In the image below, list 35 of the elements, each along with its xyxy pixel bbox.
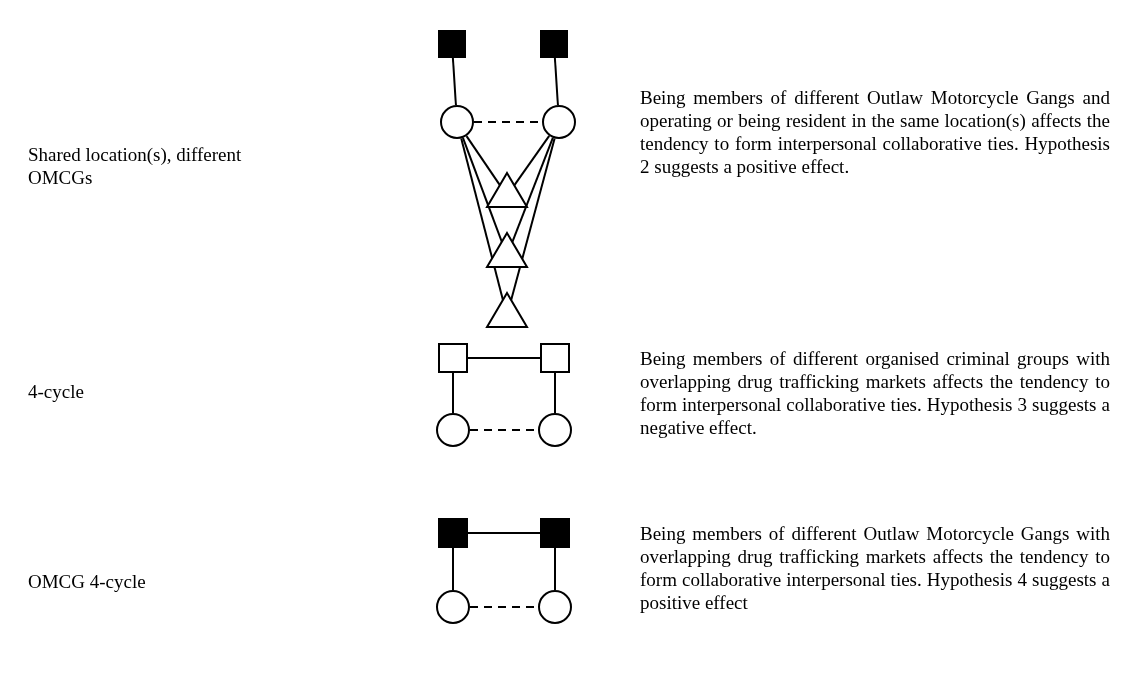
connector-line — [467, 357, 541, 359]
description-text: Being members of different organised criminal groups with overlapping drug trafficking markets affects the tendency to form interpersonal collaborative ties. Hypothesis 3 suggests a negative effect. — [640, 347, 1110, 439]
circle-node — [538, 590, 572, 624]
connector-line — [554, 547, 556, 591]
connector-line — [460, 137, 504, 301]
filled-square-node — [438, 30, 466, 58]
connector-line — [465, 135, 501, 187]
circle-node — [542, 105, 576, 139]
connector-line — [452, 372, 454, 414]
row-label: 4-cycle — [28, 380, 85, 403]
connector-line — [554, 372, 556, 414]
circle-node — [538, 413, 572, 447]
row-label: Shared location(s), different OMCGs — [28, 143, 243, 189]
circle-node — [436, 413, 470, 447]
connector-line — [510, 137, 556, 302]
triangle-node — [485, 291, 529, 329]
circle-node — [436, 590, 470, 624]
connector-line — [467, 532, 541, 534]
filled-square-node — [540, 30, 568, 58]
filled-square-node — [438, 518, 468, 548]
connector-line — [553, 57, 559, 107]
connector-line — [461, 136, 503, 243]
description-text: Being members of different Outlaw Motorcycle Gangs with overlapping drug trafficking markets affects the tendency to form collaborative interpersonal ties. Hypothesis 4 suggests a positive effect — [640, 522, 1110, 614]
triangle-node — [485, 231, 529, 269]
connector-line — [513, 134, 551, 187]
description-text: Being members of different Outlaw Motorcycle Gangs and operating or being resident in the same location(s) affects the tendency to form interpersonal collaborative ties. Hypothesis 2 suggests a positive effect. — [640, 86, 1110, 178]
connector-line — [511, 136, 554, 243]
square-node — [438, 343, 468, 373]
square-node — [540, 343, 570, 373]
triangle-node — [485, 171, 529, 209]
circle-node — [440, 105, 474, 139]
filled-square-node — [540, 518, 570, 548]
connector-line — [451, 57, 457, 107]
connector-line — [452, 547, 454, 591]
row-label: OMCG 4-cycle — [28, 570, 147, 593]
